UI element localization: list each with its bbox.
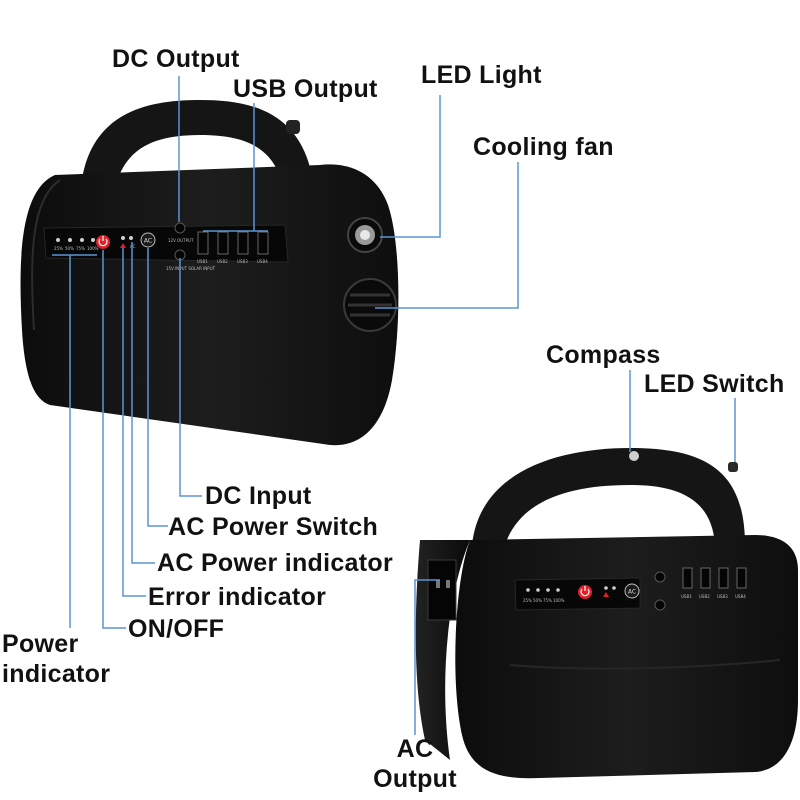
label-error-indicator: Error indicator: [148, 583, 327, 611]
compass: [629, 451, 639, 461]
leader-ac-power-indicator: [131, 242, 155, 564]
ac-power-led: [121, 236, 125, 240]
error-led: [129, 236, 133, 240]
led-light: [347, 217, 383, 253]
dc-output-jack: [174, 222, 186, 234]
label-on-off: ON/OFF: [128, 615, 225, 643]
battery-level-leds: 25% 50% 75% 100%: [54, 238, 99, 251]
label-led-switch: LED Switch: [644, 370, 785, 398]
leader-cooling-fan: [375, 162, 519, 309]
led-switch-top: [286, 120, 300, 134]
usb-ports: USB1 USB2 USB3 USB4: [197, 231, 269, 264]
usb-port-label: USB1: [681, 594, 692, 599]
side-control-panel: [514, 577, 641, 611]
svg-text:AC: AC: [628, 589, 636, 596]
battery-level-label: 75%: [76, 246, 85, 251]
ac-switch-button[interactable]: AC: [624, 583, 640, 599]
leader-ac-power-switch: [147, 248, 168, 527]
battery-level-label: 100%: [87, 246, 99, 251]
usb-port-label: USB3: [717, 594, 728, 599]
usb-port-label: USB1: [197, 259, 208, 264]
leader-dc-input: [179, 258, 202, 497]
leader-ac-output: [414, 579, 440, 735]
leader-led-light: [380, 95, 441, 238]
label-ac-power-indicator: AC Power indicator: [157, 549, 393, 577]
front-body: [20, 164, 399, 446]
label-ac-output: AC Output: [373, 735, 457, 793]
warning-icon: [120, 243, 126, 248]
side-usb-ports: USB1 USB2 USB3 USB4: [681, 567, 747, 599]
ac-switch-button[interactable]: AC: [140, 232, 156, 248]
ac-outlet: [427, 559, 457, 621]
dc-output-tiny: 12V OUTPUT: [168, 238, 194, 243]
label-dc-input: DC Input: [205, 482, 312, 510]
label-compass: Compass: [546, 341, 661, 369]
usb-port-label: USB2: [699, 594, 710, 599]
label-led-light: LED Light: [421, 61, 542, 89]
svg-text:AC: AC: [144, 238, 152, 245]
cooling-fan: [343, 278, 397, 332]
side-handle: [472, 448, 745, 545]
label-cooling-fan: Cooling fan: [473, 133, 614, 161]
usb-port-label: USB4: [257, 259, 268, 264]
led-switch: [728, 462, 738, 472]
usb-port-label: USB4: [735, 594, 746, 599]
label-dc-output: DC Output: [112, 45, 240, 73]
power-icon[interactable]: [578, 585, 592, 599]
leader-on-off: [102, 250, 126, 629]
side-body: [455, 535, 798, 779]
warning-icon: [603, 592, 609, 597]
power-icon[interactable]: [96, 235, 110, 249]
leader-lines: [52, 76, 736, 735]
battery-level-label: 100%: [553, 598, 565, 603]
usb-port-label: USB3: [237, 259, 248, 264]
battery-level-label: 75%: [543, 598, 552, 603]
leader-error-indicator: [122, 248, 146, 597]
dc-input-tiny: 15V INPUT SOLAR INPUT: [166, 266, 216, 271]
ac-small-label: AC: [130, 244, 136, 249]
front-handle: [80, 100, 315, 205]
battery-level-label: 25%: [523, 598, 532, 603]
label-ac-power-switch: AC Power Switch: [168, 513, 379, 541]
usb-port-label: USB2: [217, 259, 228, 264]
battery-level-label: 25%: [54, 246, 63, 251]
front-device: 25% 50% 75% 100% AC AC 12V OUTPUT 15V IN…: [20, 100, 399, 446]
label-power-indicator: Power indicator: [2, 630, 111, 688]
side-device: AC OUTPUT 25% 50% 75% 100% AC: [415, 448, 798, 779]
battery-level-label: 50%: [533, 598, 542, 603]
side-battery-leds: 25% 50% 75% 100%: [523, 588, 565, 603]
label-usb-output: USB Output: [233, 75, 378, 103]
battery-level-label: 50%: [65, 246, 74, 251]
